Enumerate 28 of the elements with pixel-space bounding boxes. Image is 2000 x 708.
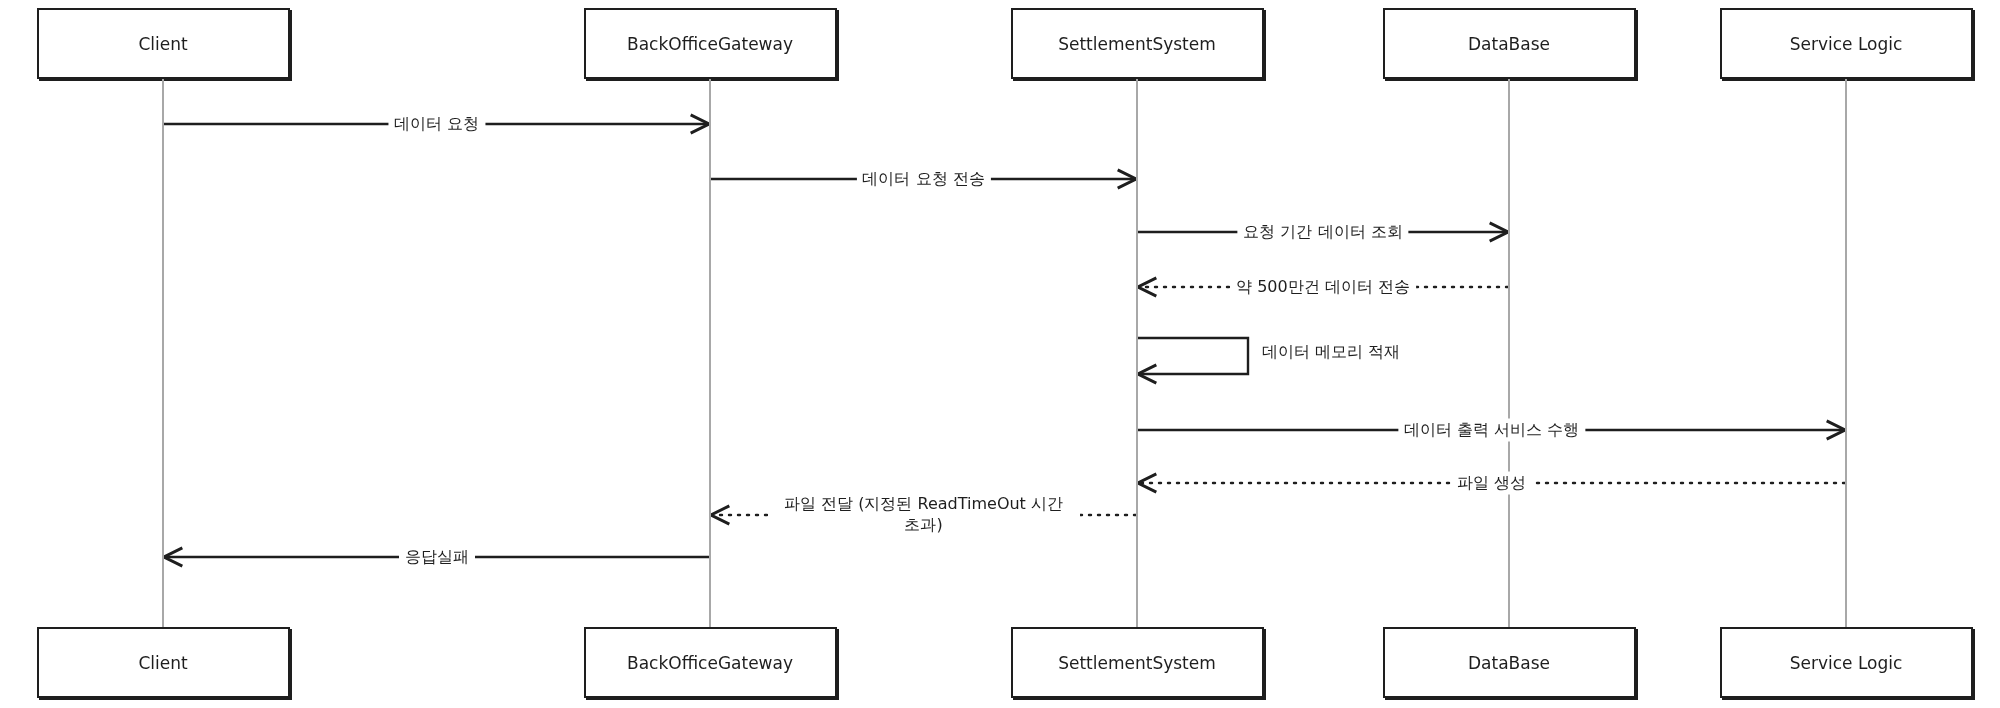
- participant-box: [1719, 627, 1973, 698]
- participant-name: SettlementSystem: [1058, 33, 1216, 54]
- participant-name: BackOfficeGateway: [627, 33, 793, 54]
- lifeline: [709, 79, 711, 627]
- participant-box: [1382, 8, 1636, 79]
- participant-box: [1719, 8, 1973, 79]
- participant-box: [583, 8, 837, 79]
- participant-name: Client: [138, 33, 188, 54]
- edge-label: 데이터 출력 서비스 수행: [1397, 418, 1586, 442]
- participant-box: [583, 627, 837, 698]
- participant-name: BackOfficeGateway: [627, 652, 793, 673]
- participant-name: DataBase: [1468, 652, 1550, 673]
- participant-name: Service Logic: [1789, 33, 1903, 54]
- message-arrow: [1136, 336, 1250, 385]
- lifeline: [162, 79, 164, 627]
- lifeline: [1845, 79, 1847, 627]
- participant-box: [36, 627, 290, 698]
- participant-name: SettlementSystem: [1058, 652, 1216, 673]
- lifeline: [1136, 79, 1138, 627]
- lifeline: [1508, 79, 1510, 627]
- participant-name: Service Logic: [1789, 652, 1903, 673]
- participant-box: [1010, 8, 1264, 79]
- participant-box: [1382, 627, 1636, 698]
- participant-name: Client: [138, 652, 188, 673]
- participant-box: [36, 8, 290, 79]
- return-arrow: [1136, 472, 1847, 494]
- participant-name: DataBase: [1468, 33, 1550, 54]
- participant-box: [1010, 627, 1264, 698]
